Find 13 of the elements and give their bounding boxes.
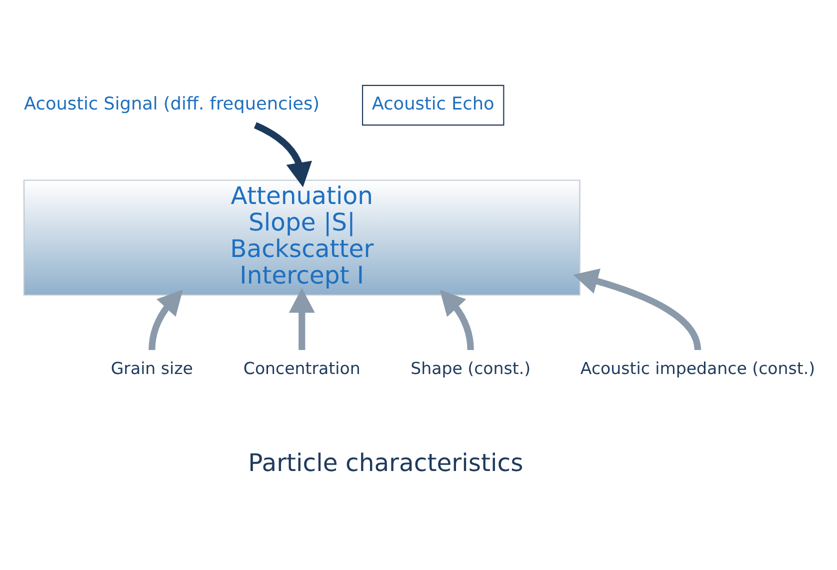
arrow (254, 122, 312, 188)
node-text: Shape (const.) (410, 358, 531, 378)
node-text: Acoustic impedance (const.) (580, 358, 816, 378)
node-box: Acoustic Echo (362, 84, 504, 126)
node-box: Attenuation Slope |S| Backscatter Intercept I (23, 180, 580, 296)
arrow (573, 268, 702, 350)
node-text: Concentration (243, 358, 360, 378)
arrow (440, 290, 474, 350)
arrow (148, 290, 183, 350)
label: Particle characteristics (248, 448, 524, 477)
node-text: Grain size (110, 358, 193, 378)
arrow (288, 288, 315, 350)
node-text: Acoustic Signal (diff. frequencies) (24, 94, 320, 114)
